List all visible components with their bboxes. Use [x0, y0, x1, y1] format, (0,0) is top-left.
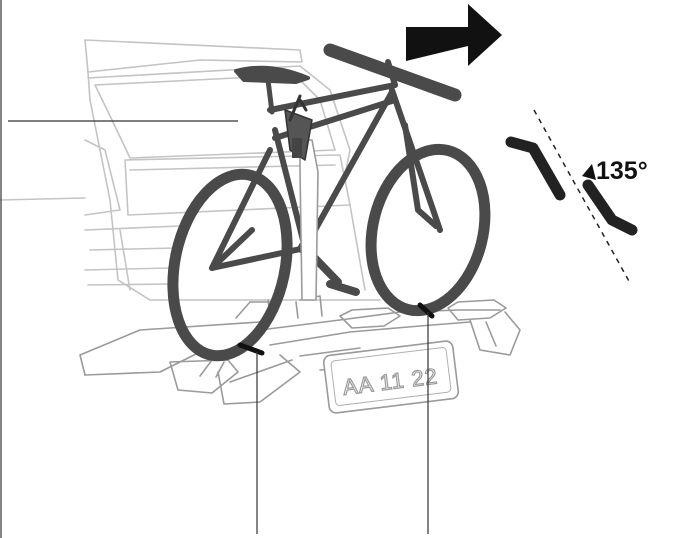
angle-reference-line	[534, 110, 630, 283]
license-plate: AA 11 22	[323, 340, 459, 413]
front-wheel	[355, 137, 501, 323]
angle-label: 135°	[596, 157, 648, 185]
rotation-arrow-icon	[582, 164, 596, 180]
lever-tilted	[588, 185, 632, 230]
pedal	[330, 284, 356, 292]
tilt-lever-icon	[511, 110, 632, 283]
arrow-right-icon	[406, 4, 502, 66]
saddle	[236, 68, 308, 82]
lever-upright	[511, 142, 560, 195]
bicycle	[157, 50, 501, 366]
